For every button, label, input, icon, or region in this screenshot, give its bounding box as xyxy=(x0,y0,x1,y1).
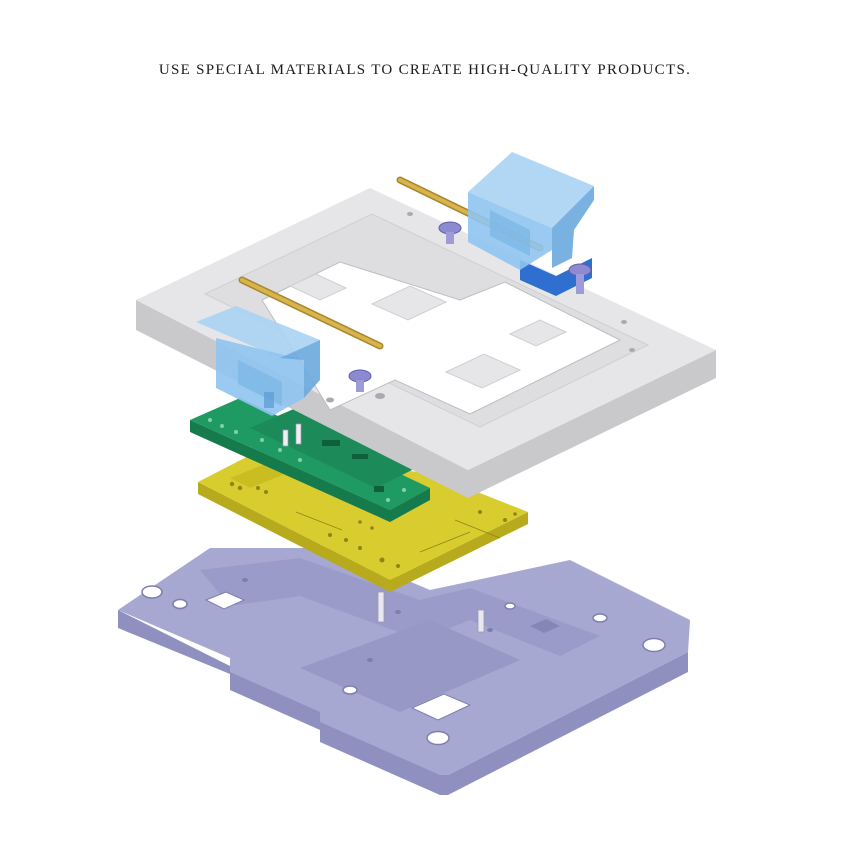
screw-middle xyxy=(348,369,372,392)
blue-clip-left xyxy=(196,306,320,416)
headline: USE SPECIAL MATERIALS TO CREATE HIGH-QUA… xyxy=(158,62,692,78)
alignment-pins xyxy=(282,423,302,447)
screw-top xyxy=(438,221,462,244)
screws xyxy=(348,221,592,392)
screw-right xyxy=(568,263,592,294)
base-plate xyxy=(118,548,690,795)
blue-clip-right xyxy=(468,152,594,296)
